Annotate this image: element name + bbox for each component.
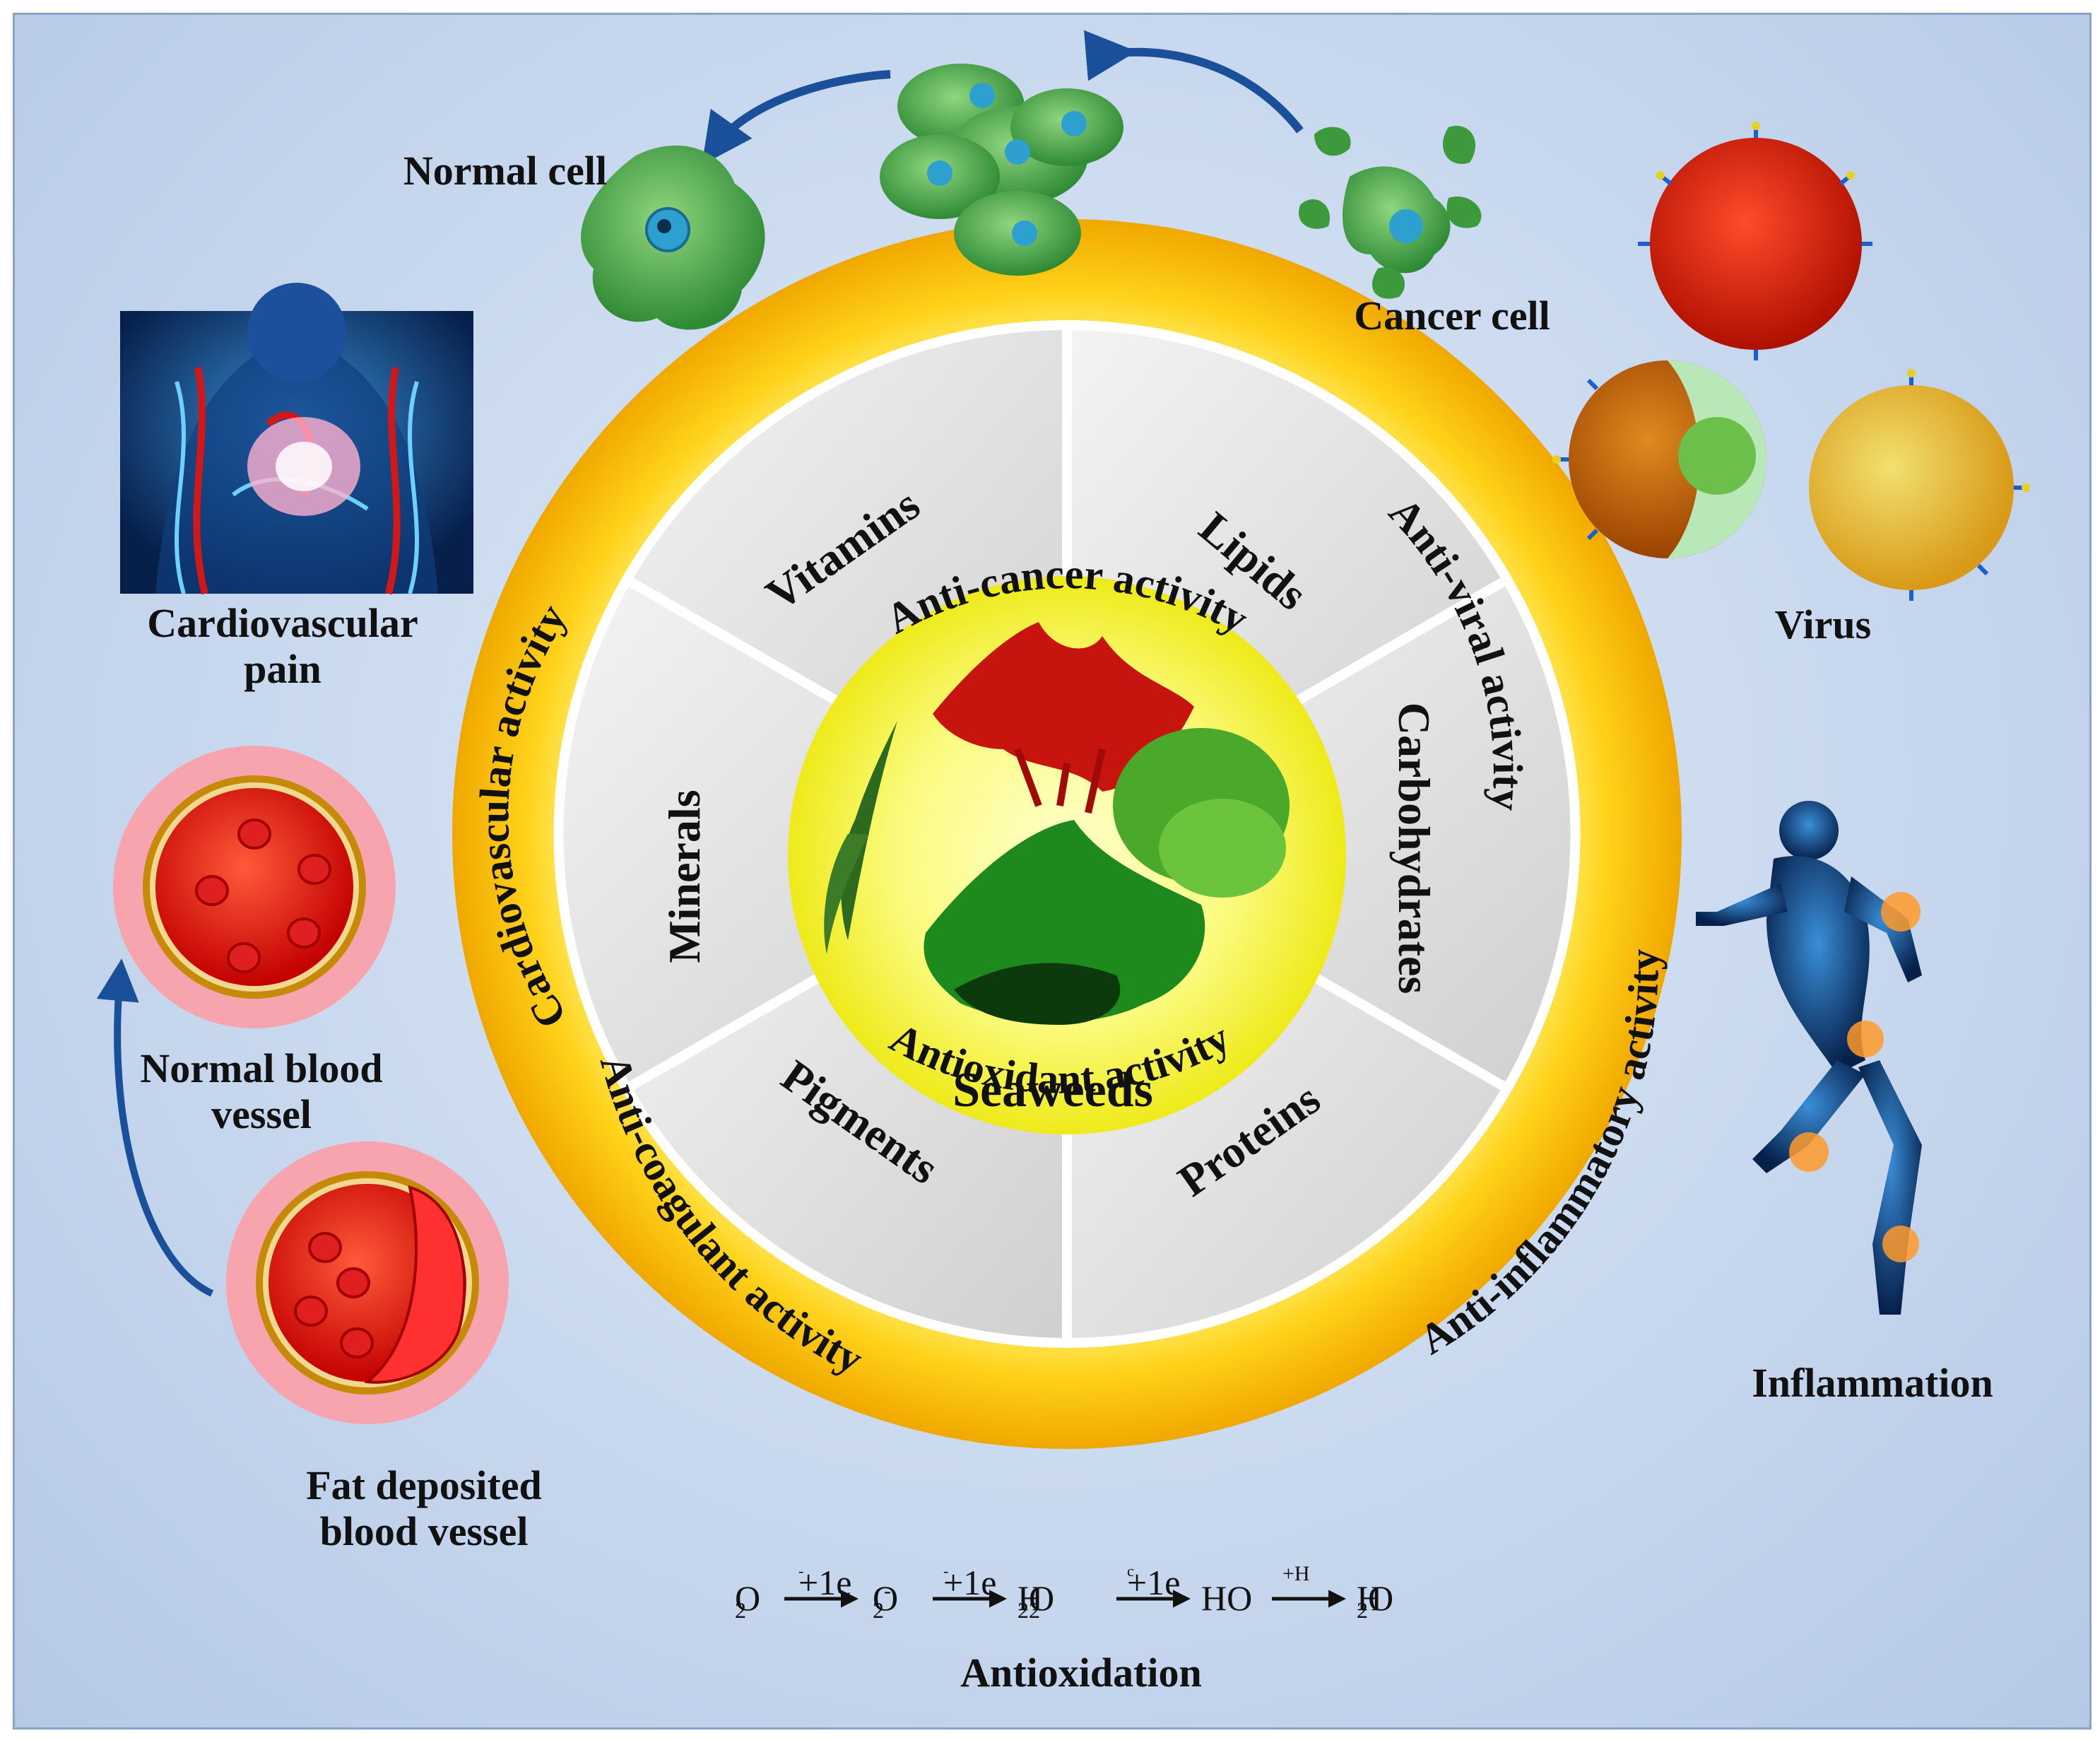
label-normal-blood-vessel: Normal blood vessel <box>106 1045 417 1138</box>
cancer-cell-icon <box>1299 126 1482 299</box>
cell-cluster-icon <box>880 64 1123 276</box>
label-cardiovascular-pain: Cardiovascular pain <box>99 600 466 693</box>
label-fat-blood-vessel: Fat deposited blood vessel <box>240 1462 608 1555</box>
heart-body-icon <box>120 283 473 595</box>
wedge-label-minerals: Minerals <box>659 789 709 963</box>
fat-blood-vessel-icon <box>226 1141 509 1424</box>
label-antioxidation: Antioxidation <box>960 1650 1202 1696</box>
label-virus: Virus <box>1774 601 1872 647</box>
running-body-icon <box>1696 801 1922 1315</box>
normal-cell-icon <box>581 145 765 330</box>
label-cancer-cell: Cancer cell <box>1354 293 1550 339</box>
label-cardio-line1: Cardiovascular <box>147 600 418 646</box>
normal-blood-vessel-icon <box>113 746 396 1028</box>
virus-icon <box>1552 122 2030 601</box>
label-fat-vessel-line2: blood vessel <box>319 1508 529 1554</box>
vessel-arrow <box>96 958 214 1297</box>
seaweed-icon <box>824 622 1290 1025</box>
label-normal-vessel-line1: Normal blood <box>140 1045 383 1091</box>
equation-arrows <box>784 1590 1346 1608</box>
label-normal-cell: Normal cell <box>403 148 608 194</box>
center-label: Seaweeds <box>952 1063 1153 1117</box>
label-fat-vessel-line1: Fat deposited <box>306 1462 542 1508</box>
label-cardio-line2: pain <box>244 645 322 692</box>
arrow-from-cancer-cell <box>1083 30 1304 134</box>
label-inflammation: Inflammation <box>1752 1360 1993 1406</box>
wedge-label-carbohydrates: Carbohydrates <box>1389 703 1439 994</box>
arrow-to-normal-cell <box>702 70 891 165</box>
label-normal-vessel-line2: vessel <box>211 1091 312 1137</box>
